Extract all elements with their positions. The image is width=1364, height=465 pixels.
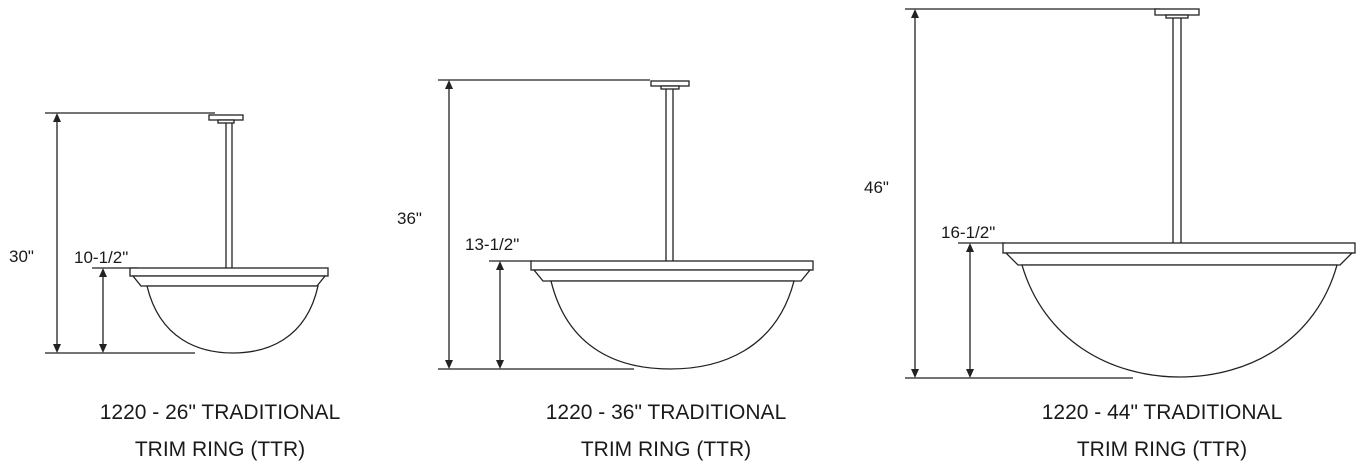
pendant-drawing-44 [1002,8,1356,378]
bowl-height-label-44: 16-1/2" [941,223,995,242]
caption-line2-44: TRIM RING (TTR) [1077,438,1247,461]
bowl-dimension-44 [958,242,1005,378]
caption-line1-44: 1220 - 44" TRADITIONAL [1042,401,1283,424]
trim-ring-36 [530,260,814,271]
bowl-44 [1021,264,1338,378]
overall-height-label-26: 30" [9,247,34,266]
fixture-26: 30" 10-1/2" 1220 - 26" TRADITIONAL TRIM … [9,112,341,461]
canopy-neck-44 [1165,14,1189,19]
fixture-44: 46" 16-1/2" 1220 - 44" TRADITIONAL TRIM … [864,8,1356,461]
trim-ring-26 [129,267,329,277]
caption-line2-26: TRIM RING (TTR) [135,438,305,461]
trim-ring-44 [1002,242,1356,254]
canopy-neck-36 [660,85,680,90]
pendant-drawing-36 [530,80,814,370]
caption-line1-26: 1220 - 26" TRADITIONAL [100,401,341,424]
bowl-height-label-36: 13-1/2" [465,235,519,254]
caption-line2-36: TRIM RING (TTR) [581,438,751,461]
bowl-26 [146,285,319,354]
caption-line1-36: 1220 - 36" TRADITIONAL [546,401,787,424]
canopy-26 [208,114,244,121]
overall-dimension-44 [905,8,1160,379]
overall-dimension-36 [438,79,650,370]
overall-dimension-26 [45,112,215,354]
overall-height-label-44: 46" [864,178,889,197]
overall-height-label-36: 36" [397,209,422,228]
bowl-dimension-26 [92,267,138,353]
bowl-36 [550,280,795,370]
canopy-36 [650,80,690,87]
canopy-neck-26 [217,119,235,124]
pendant-drawing-26 [129,114,329,354]
bowl-dimension-36 [489,260,532,369]
fixture-36: 36" 13-1/2" 1220 - 36" TRADITIONAL TRIM … [397,79,814,461]
canopy-44 [1154,8,1200,16]
bowl-height-label-26: 10-1/2" [74,248,128,267]
